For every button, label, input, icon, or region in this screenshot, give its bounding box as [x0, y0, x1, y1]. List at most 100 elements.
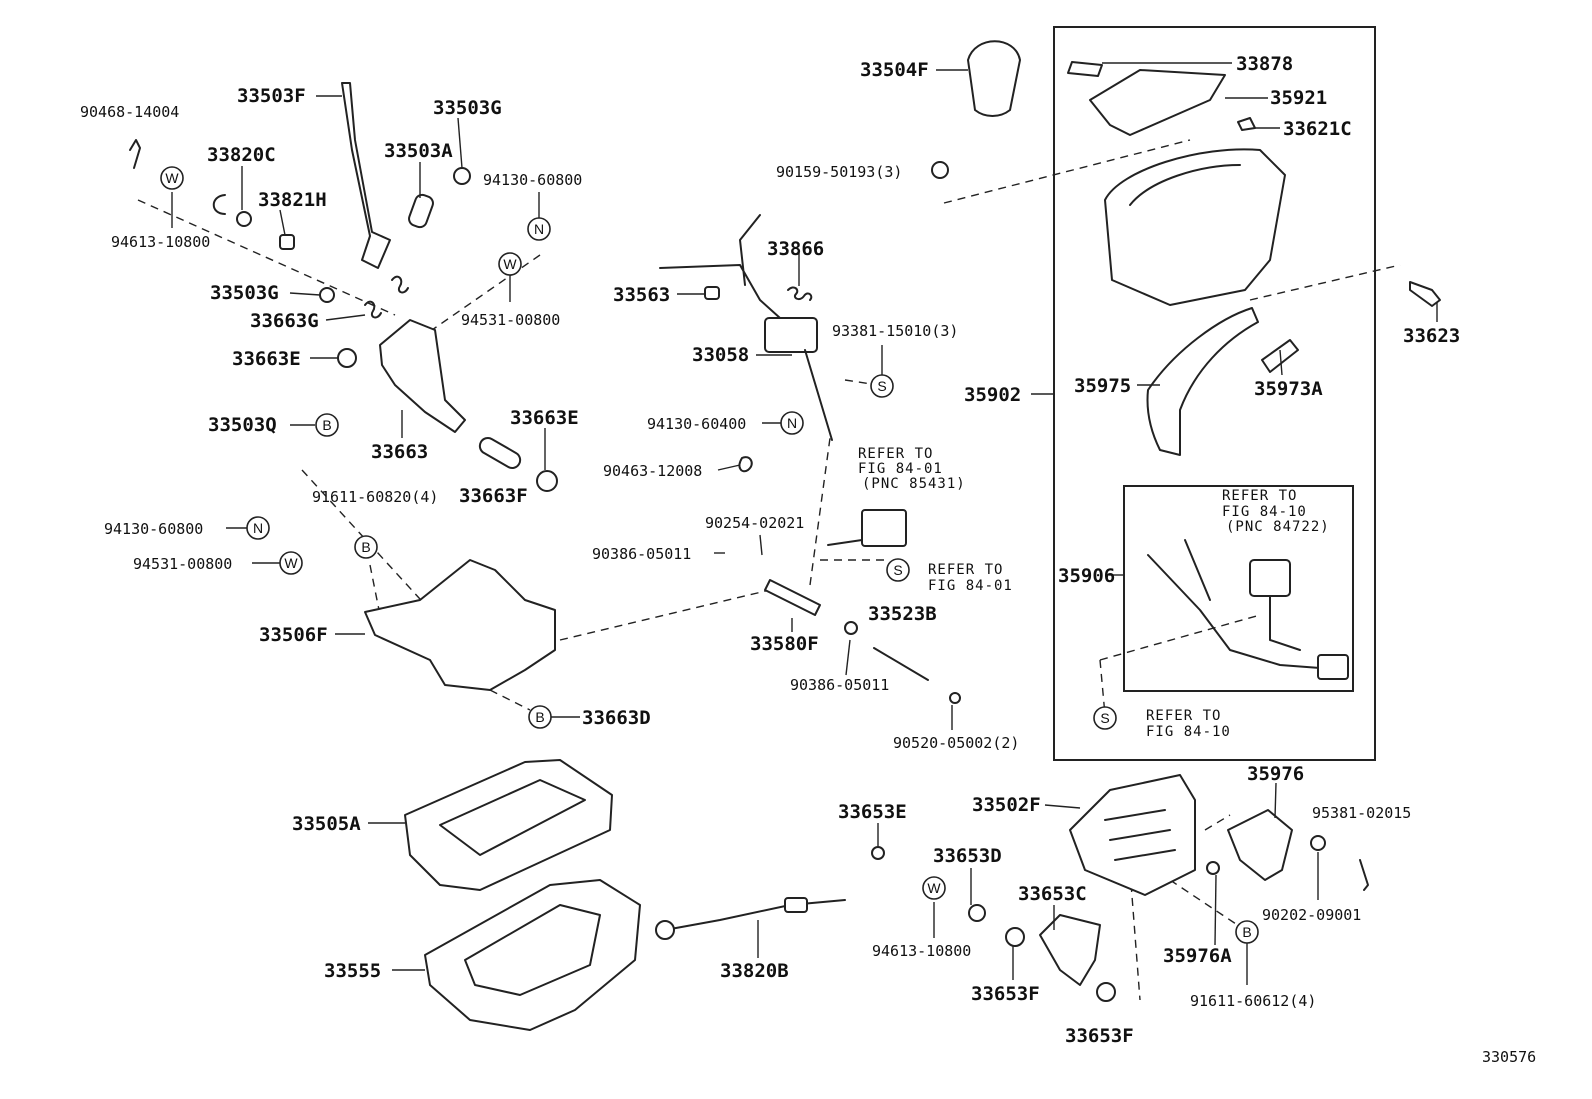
label-33623: 33623	[1403, 325, 1460, 347]
label-90386-05011-a: 90386-05011	[592, 545, 691, 563]
bush-33663E-a	[337, 348, 357, 368]
label-33878: 33878	[1236, 53, 1293, 75]
label-33563: 33563	[613, 284, 670, 306]
svg-text:B: B	[322, 417, 331, 433]
connector-35906	[1317, 654, 1349, 680]
label-90463-12008: 90463-12008	[603, 462, 702, 480]
knob-33504F	[967, 40, 1021, 117]
symbol-w-2: W	[498, 252, 522, 276]
label-35902: 35902	[964, 384, 1021, 406]
pin-90468	[129, 139, 141, 169]
svg-text:S: S	[1100, 710, 1109, 726]
bush-33821H	[279, 234, 295, 250]
svg-text:W: W	[284, 555, 298, 571]
svg-text:FIG 84-01: FIG 84-01	[928, 578, 1013, 594]
svg-text:FIG 84-10: FIG 84-10	[1222, 504, 1307, 520]
spring-33866	[787, 286, 813, 301]
bush-33503G-top	[453, 167, 471, 185]
symbol-w-1: W	[160, 166, 184, 190]
label-33653F-b: 33653F	[1065, 1025, 1134, 1047]
label-33820C: 33820C	[207, 144, 276, 166]
svg-text:S: S	[877, 378, 886, 394]
bezel-33505A	[404, 759, 613, 891]
refer-note-84-01: REFER TO FIG 84-01	[928, 562, 1013, 594]
label-35976: 35976	[1247, 763, 1304, 785]
label-33663: 33663	[371, 441, 428, 463]
label-33866: 33866	[767, 238, 824, 260]
svg-text:W: W	[927, 880, 941, 896]
label-90202-09001: 90202-09001	[1262, 906, 1361, 924]
label-33502F: 33502F	[972, 794, 1041, 816]
svg-text:REFER TO: REFER TO	[928, 562, 1003, 578]
label-33663F: 33663F	[459, 485, 528, 507]
symbol-s-3: S	[1093, 706, 1117, 730]
bush-33653F-b	[1096, 982, 1116, 1002]
clip-90463	[738, 456, 753, 473]
label-35973A: 35973A	[1254, 378, 1323, 400]
bracket-33502F-slots	[1104, 809, 1176, 861]
label-94531-00800-b: 94531-00800	[133, 555, 232, 573]
label-90159-50193: 90159-50193(3)	[776, 163, 902, 181]
pin-95381	[1359, 859, 1369, 891]
washer-90386-b	[844, 621, 858, 635]
switch-rod	[804, 349, 833, 441]
bush-33653D	[968, 904, 986, 922]
svg-text:N: N	[534, 221, 544, 237]
symbol-n-3: N	[780, 411, 804, 435]
spring-33663G	[364, 275, 409, 319]
label-33503A: 33503A	[384, 140, 453, 162]
bracket-33653C	[1039, 914, 1101, 986]
label-94130-60400: 94130-60400	[647, 415, 746, 433]
housing-slot	[1129, 164, 1241, 206]
pin-90520	[949, 692, 961, 704]
symbol-n-1: N	[527, 217, 551, 241]
label-33663E-b: 33663E	[510, 407, 579, 429]
assembly-35906-box	[1123, 485, 1354, 692]
label-35975: 35975	[1074, 375, 1131, 397]
svg-text:(PNC 85431): (PNC 85431)	[862, 476, 966, 492]
bush-33503G-mid	[319, 287, 335, 303]
cable-33820B-end	[655, 920, 675, 940]
label-33821H: 33821H	[258, 189, 327, 211]
symbol-b-4: B	[1235, 920, 1259, 944]
label-95381-02015: 95381-02015	[1312, 804, 1411, 822]
symbol-s-1: S	[870, 374, 894, 398]
cable-33820B	[664, 899, 846, 931]
label-33580F: 33580F	[750, 633, 819, 655]
switch-84722	[1249, 559, 1291, 597]
refer-note-84-10-pnc: REFER TO FIG 84-10 (PNC 84722)	[1222, 488, 1330, 535]
rod-33523B	[873, 647, 929, 681]
label-94130-60800-a: 94130-60800	[483, 171, 582, 189]
label-91611-60820: 91611-60820(4)	[312, 488, 438, 506]
label-90386-05011-b: 90386-05011	[790, 676, 889, 694]
svg-text:REFER TO: REFER TO	[1222, 488, 1297, 504]
svg-text:N: N	[253, 520, 263, 536]
harness-33058	[659, 214, 781, 319]
label-33503Q: 33503Q	[208, 414, 277, 436]
svg-text:(PNC 84722): (PNC 84722)	[1226, 519, 1330, 535]
label-33504F: 33504F	[860, 59, 929, 81]
label-33503G-mid: 33503G	[210, 282, 279, 304]
label-94130-60800-b: 94130-60800	[104, 520, 203, 538]
symbol-s-2: S	[886, 558, 910, 582]
housing-35902	[1104, 148, 1286, 306]
svg-text:REFER TO: REFER TO	[1146, 708, 1221, 724]
svg-text:W: W	[165, 170, 179, 186]
label-33820B: 33820B	[720, 960, 789, 982]
nut-33653E	[871, 846, 885, 860]
lever-35976	[1227, 809, 1293, 881]
symbol-b-1: B	[315, 413, 339, 437]
washer-90202	[1310, 835, 1326, 851]
connector-rod	[827, 539, 863, 546]
label-35906: 35906	[1058, 565, 1115, 587]
refer-note-84-01-pnc: REFER TO FIG 84-01 (PNC 85431)	[858, 446, 966, 492]
label-35921: 35921	[1270, 87, 1327, 109]
bush-33663E-b	[536, 470, 558, 492]
shift-lever-33503F	[341, 82, 391, 269]
svg-text:B: B	[535, 709, 544, 725]
label-94613-10800-b: 94613-10800	[872, 942, 971, 960]
bush-35976A	[1206, 861, 1220, 875]
label-33506F: 33506F	[259, 624, 328, 646]
label-33523B: 33523B	[868, 603, 937, 625]
connector-33563	[704, 286, 720, 300]
